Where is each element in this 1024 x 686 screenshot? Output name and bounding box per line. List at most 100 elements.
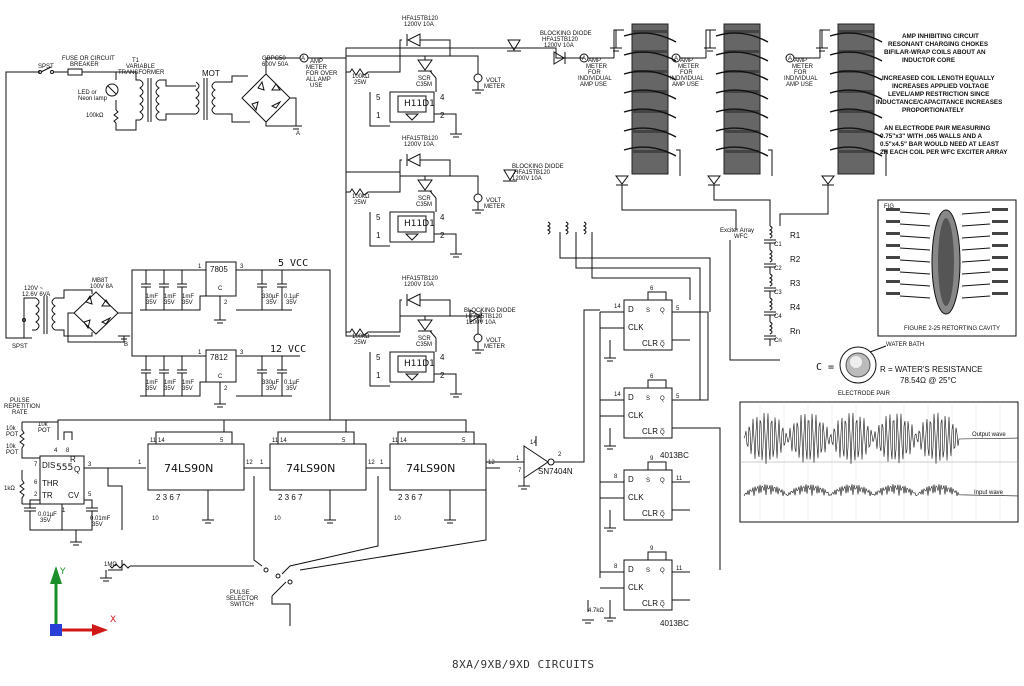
svg-text:C: C — [218, 286, 223, 292]
svg-text:R = WATER'S RESISTANCE: R = WATER'S RESISTANCE — [880, 365, 983, 374]
svg-text:HFA15TB120: HFA15TB120 — [402, 16, 439, 22]
svg-text:PULSE: PULSE — [230, 590, 250, 596]
svg-text:25W: 25W — [354, 80, 367, 86]
svg-text:3: 3 — [240, 264, 244, 270]
svg-text:330µF: 330µF — [262, 294, 279, 300]
svg-text:HFA15TB120: HFA15TB120 — [542, 37, 579, 43]
mb8-label: MB8T — [92, 278, 108, 284]
bridge-label-2: 600V 50A — [262, 62, 288, 68]
svg-text:Q: Q — [74, 465, 80, 474]
regulator-7812: 7812 C 1 3 2 12 VCC 1mF 35V 1mF 35V 1mF … — [131, 313, 306, 408]
low-voltage-supply: SPST 120V ~ 12.6V 6VA MB8T 100V 8A B — [12, 269, 142, 350]
svg-text:SWITCH: SWITCH — [230, 602, 254, 608]
svg-text:INDIVIDUAL: INDIVIDUAL — [670, 76, 704, 82]
svg-text:2: 2 — [224, 300, 228, 306]
svg-text:1: 1 — [260, 460, 264, 466]
svg-text:1200V 10A: 1200V 10A — [466, 320, 496, 326]
svg-text:25W: 25W — [354, 200, 367, 206]
svg-text:CV: CV — [68, 491, 80, 500]
svg-text:5: 5 — [676, 394, 680, 400]
svg-text:5: 5 — [462, 438, 466, 444]
svg-text:5: 5 — [676, 306, 680, 312]
svg-text:4: 4 — [440, 353, 445, 362]
svg-text:AN ELECTRODE PAIR MEASURING: AN ELECTRODE PAIR MEASURING — [884, 125, 990, 132]
svg-text:FIGURE 2-25 RETORTING CAVITY: FIGURE 2-25 RETORTING CAVITY — [904, 326, 1000, 332]
svg-text:C35M: C35M — [416, 202, 432, 208]
svg-text:2: 2 — [558, 452, 562, 458]
mot-label: MOT — [202, 69, 220, 78]
svg-text:C35M: C35M — [416, 342, 432, 348]
pulse-selector-switch[interactable]: PULSE SELECTOR SWITCH 1MΩ — [100, 476, 487, 626]
timer-chip-label: 555 — [56, 463, 73, 473]
svg-text:10: 10 — [394, 516, 401, 522]
notes-block: AMP INHIBITING CIRCUIT RESONANT CHARGING… — [876, 33, 1008, 156]
svg-text:A: A — [788, 56, 792, 62]
svg-text:0.1µF: 0.1µF — [284, 294, 300, 300]
mains-input: SPST FUSE OR CIRCUIT BREAKER LED or Neon… — [5, 56, 136, 339]
svg-text:Q: Q — [660, 308, 665, 314]
svg-text:D: D — [628, 393, 634, 402]
svg-text:METER: METER — [792, 64, 814, 70]
overall-amp-meter-l2: METER — [306, 65, 328, 71]
svg-text:C1: C1 — [774, 242, 782, 248]
opto-h11d1-label: H11D1 — [404, 359, 435, 369]
svg-text:METER: METER — [678, 64, 700, 70]
tx2-label: 120V ~ — [24, 286, 44, 292]
svg-text:14: 14 — [158, 438, 165, 444]
svg-text:100kΩ: 100kΩ — [352, 334, 370, 340]
svg-text:WATER BATH: WATER BATH — [886, 342, 924, 348]
svg-text:CLR: CLR — [642, 509, 658, 518]
svg-text:25W: 25W — [354, 340, 367, 346]
svg-text:D: D — [628, 305, 634, 314]
svg-text:14: 14 — [530, 440, 537, 446]
svg-text:11: 11 — [676, 476, 683, 482]
counter-chip-label: 74LS90N — [164, 462, 213, 475]
svg-text:SCR: SCR — [418, 336, 431, 342]
svg-text:3: 3 — [240, 350, 244, 356]
svg-text:0.5"x4.5" BAR WOULD NEED AT LE: 0.5"x4.5" BAR WOULD NEED AT LEAST — [880, 141, 999, 148]
led-label: LED or — [78, 90, 97, 96]
svg-text:S: S — [646, 308, 650, 314]
svg-text:2 3 6 7: 2 3 6 7 — [398, 493, 423, 502]
overall-amp-meter-l5: USE — [310, 83, 322, 89]
svg-text:SELECTOR: SELECTOR — [226, 596, 259, 602]
svg-text:Exciter Array: Exciter Array — [720, 228, 754, 234]
svg-text:Q̅: Q̅ — [660, 341, 665, 348]
tx2-label-2: 12.6V 6VA — [22, 292, 50, 298]
ucs-axes-icon: Y X — [50, 566, 116, 636]
caps-7805-left: 1mF 35V 1mF 35V 1mF 35V — [140, 270, 206, 311]
svg-text:BIFILAR-WRAP COILS ABOUT AN: BIFILAR-WRAP COILS ABOUT AN — [884, 49, 986, 56]
svg-text:1MΩ: 1MΩ — [104, 562, 117, 568]
led-label-2: Neon lamp — [78, 96, 108, 102]
hv-bus-vertical — [345, 58, 400, 337]
svg-text:1200V 10A: 1200V 10A — [404, 282, 434, 288]
svg-text:6: 6 — [650, 374, 654, 380]
svg-text:CLR: CLR — [642, 599, 658, 608]
svg-text:9: 9 — [650, 546, 654, 552]
svg-text:2H EACH COIL PER WFC EXCITER A: 2H EACH COIL PER WFC EXCITER ARRAY — [880, 149, 1008, 156]
svg-text:4: 4 — [440, 213, 445, 222]
svg-text:11: 11 — [272, 438, 279, 444]
svg-text:0.75"x3" WITH .065 WALLS AND A: 0.75"x3" WITH .065 WALLS AND A — [880, 133, 983, 140]
overall-amp-meter: A AMP METER FOR OVER ALL AMP USE — [299, 53, 338, 89]
inverter-sn7404n: SN7404N 14 1 7 2 — [486, 309, 600, 490]
svg-text:A: A — [582, 56, 586, 62]
svg-text:14: 14 — [614, 392, 621, 398]
svg-text:1mF: 1mF — [164, 380, 176, 386]
svg-text:1mF: 1mF — [164, 294, 176, 300]
svg-text:12: 12 — [246, 460, 253, 466]
bridge-rectifier-gbpc50: GBPC50 600V 50A A — [241, 56, 302, 137]
svg-text:INCREASES APPLIED VOLTAGE: INCREASES APPLIED VOLTAGE — [892, 83, 989, 90]
svg-text:SCR: SCR — [418, 76, 431, 82]
svg-text:8: 8 — [66, 448, 70, 454]
svg-text:12: 12 — [368, 460, 375, 466]
output-wave-trace — [743, 412, 1019, 465]
svg-text:35V: 35V — [146, 386, 157, 392]
